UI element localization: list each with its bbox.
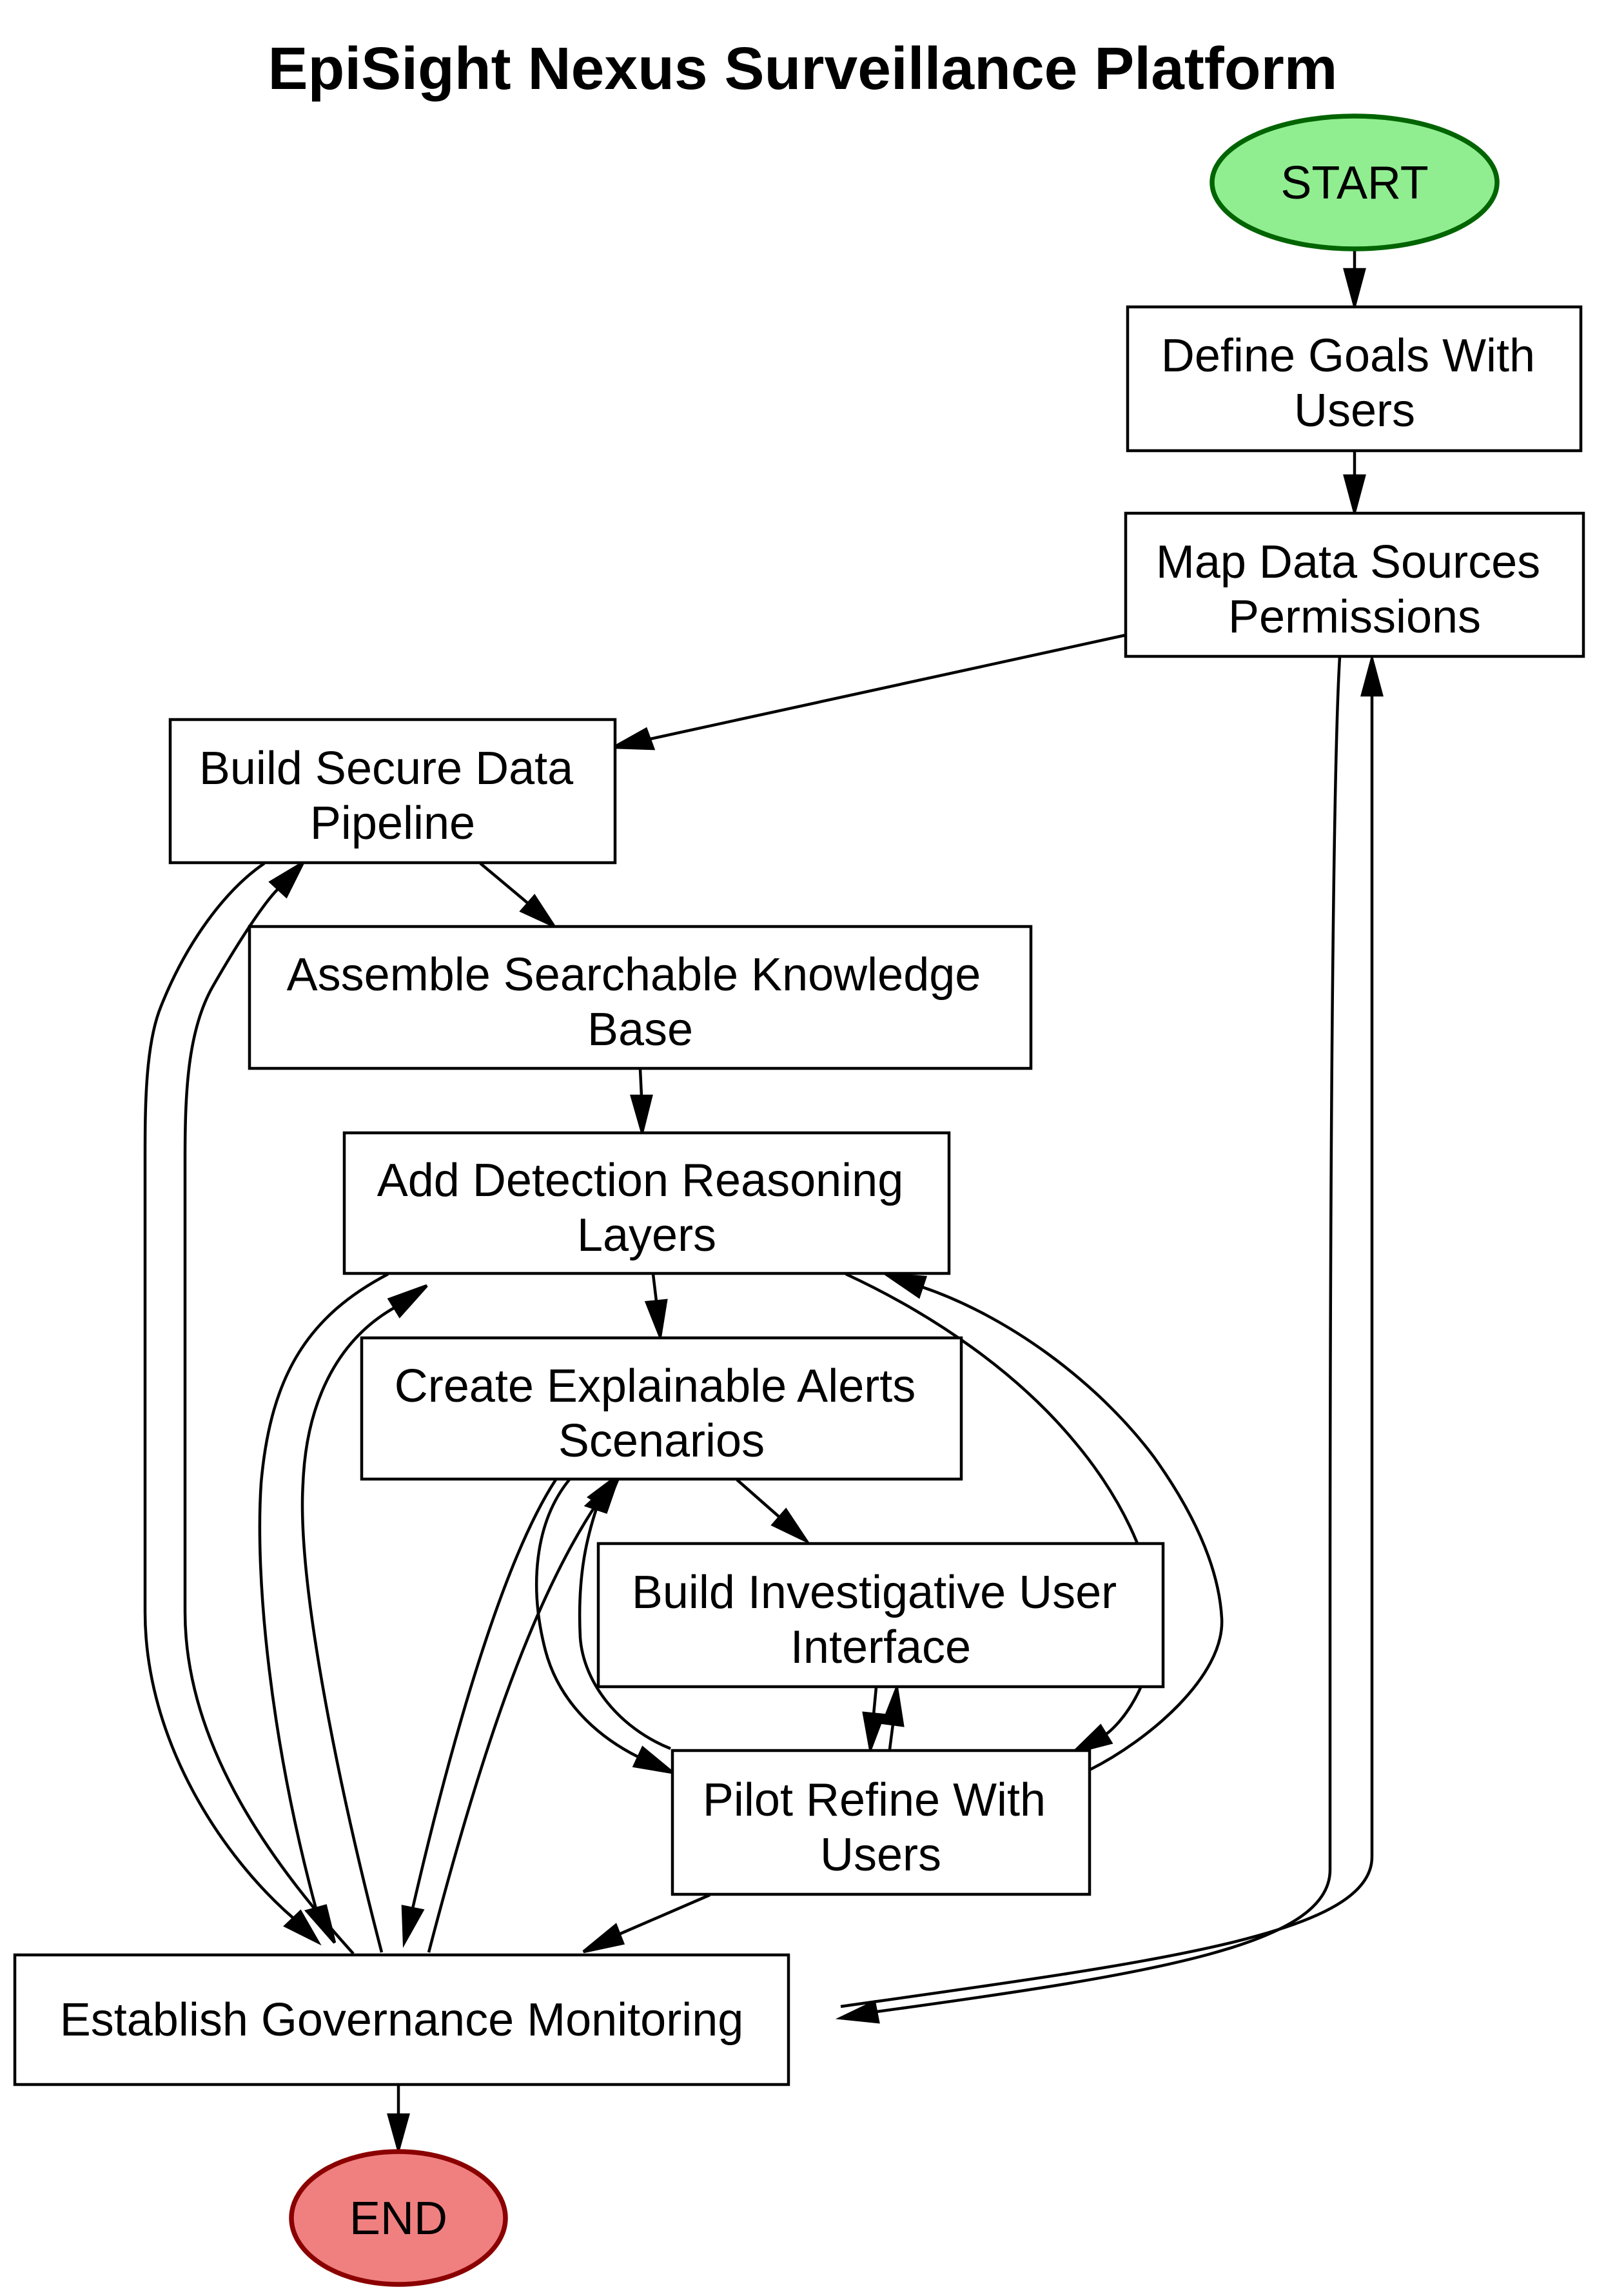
edge-start-to-define-goals (1343, 250, 1366, 311)
assemble-kb-node[interactable]: Assemble Searchable Knowledge Base (248, 925, 1033, 1070)
build-ui-node[interactable]: Build Investigative User Interface (596, 1542, 1165, 1689)
map-data-label: Map Data Sources Permissions (1156, 536, 1553, 643)
edge-add-detection-to-create-alerts (644, 1273, 668, 1342)
build-ui-label: Build Investigative User Interface (632, 1567, 1130, 1673)
end-ellipse (289, 2149, 508, 2287)
edge-map-data-to-build-pipeline (608, 633, 1126, 751)
pilot-refine-box (671, 1749, 1092, 1896)
edge-governance-to-end (387, 2085, 410, 2155)
governance-label: Establish Governance Monitoring (60, 1994, 744, 2046)
end-node[interactable]: END (289, 2149, 508, 2287)
assemble-kb-box (248, 925, 1033, 1070)
add-detection-label: Add Detection Reasoning Layers (377, 1155, 917, 1261)
end-label: END (349, 2193, 447, 2244)
edge-create-alerts-to-governance (401, 1478, 557, 1948)
diagram-title: EpiSight Nexus Surveillance Platform (268, 35, 1338, 102)
pilot-refine-label: Pilot Refine With Users (703, 1774, 1059, 1881)
create-alerts-box (360, 1336, 963, 1481)
add-detection-box (342, 1131, 951, 1275)
edge-governance-to-build-pipeline (183, 859, 355, 1955)
map-data-box (1124, 511, 1585, 658)
edge-governance-to-create-alerts (427, 1469, 624, 1953)
create-alerts-label: Create Explainable Alerts Scenarios (395, 1360, 928, 1467)
edge-build-pipeline-to-governance (143, 862, 322, 1946)
edge-governance-to-map-data (840, 653, 1384, 2008)
edge-define-goals-to-map-data (1343, 451, 1366, 518)
create-alerts-node[interactable]: Create Explainable Alerts Scenarios (360, 1336, 963, 1481)
edge-pilot-refine-to-build-ui (881, 1682, 905, 1750)
edge-add-detection-to-pilot-refine (845, 1272, 1157, 1756)
build-pipeline-label: Build Secure Data Pipeline (199, 743, 586, 849)
define-goals-box (1126, 305, 1583, 453)
edge-add-detection-to-governance (258, 1273, 389, 1944)
map-data-node[interactable]: Map Data Sources Permissions (1124, 511, 1585, 658)
edge-build-pipeline-to-assemble-kb (479, 862, 558, 930)
edge-governance-to-add-detection (300, 1284, 428, 1953)
edge-pilot-refine-to-governance (582, 1893, 710, 1954)
nodes: START Define Goals With Users Map Data S… (13, 113, 1585, 2287)
define-goals-node[interactable]: Define Goals With Users (1126, 305, 1583, 453)
governance-box (13, 1953, 790, 2086)
edge-build-ui-to-pilot-refine (862, 1687, 886, 1755)
build-pipeline-node[interactable]: Build Secure Data Pipeline (168, 718, 617, 865)
edge-assemble-kb-to-add-detection (630, 1068, 653, 1138)
start-ellipse (1209, 113, 1500, 251)
start-node[interactable]: START (1209, 113, 1500, 251)
build-ui-box (596, 1542, 1165, 1689)
edges (143, 250, 1384, 2155)
edge-create-alerts-to-build-ui (736, 1478, 811, 1545)
assemble-kb-label: Assemble Searchable Knowledge Base (287, 949, 994, 1055)
define-goals-label: Define Goals With Users (1161, 330, 1548, 437)
edge-map-data-to-governance (835, 656, 1342, 2024)
start-label: START (1280, 157, 1428, 209)
governance-node[interactable]: Establish Governance Monitoring (13, 1953, 790, 2086)
edge-pilot-refine-to-add-detection (880, 1272, 1224, 1772)
pilot-refine-node[interactable]: Pilot Refine With Users (671, 1749, 1092, 1896)
build-pipeline-box (168, 718, 617, 865)
add-detection-node[interactable]: Add Detection Reasoning Layers (342, 1131, 951, 1275)
edge-create-alerts-to-pilot-refine (534, 1478, 678, 1775)
